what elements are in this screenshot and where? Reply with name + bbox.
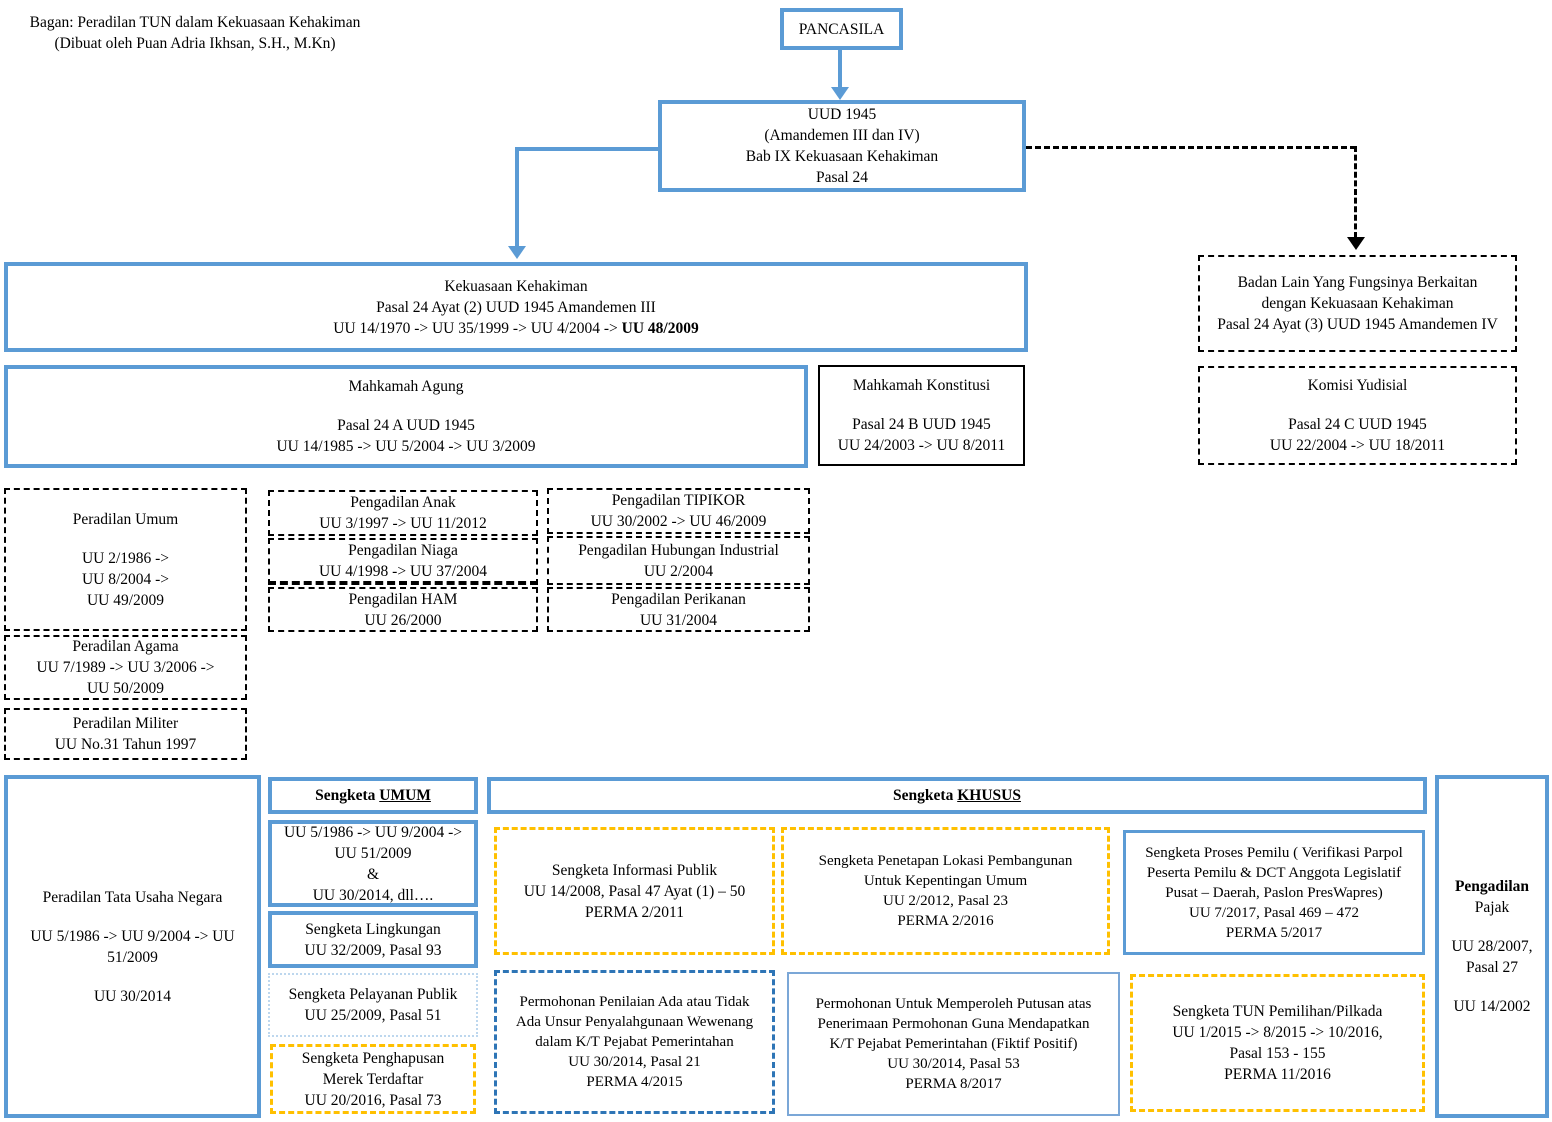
diagram-title-line1: Bagan: Peradilan TUN dalam Kekuasaan Keh… <box>29 14 361 31</box>
kekuasaan-line3: UU 14/1970 -> UU 35/1999 -> UU 4/2004 ->… <box>333 319 699 337</box>
box-kekuasaan-kehakiman: Kekuasaan Kehakiman Pasal 24 Ayat (2) UU… <box>4 262 1028 352</box>
box-pancasila: PANCASILA <box>780 8 903 50</box>
arrowhead-uud-to-badan-lain <box>1347 237 1365 250</box>
connector-uud-to-badan-lain-v <box>1354 146 1357 238</box>
box-permohonan-fiktif-positif: Permohonan Untuk Memperoleh Putusan atas… <box>787 972 1120 1116</box>
arrowhead-pancasila-to-uud <box>831 87 849 100</box>
diagram-title-line2: (Dibuat oleh Puan Adria Ikhsan, S.H., M.… <box>54 35 336 52</box>
box-sengketa-proses-pemilu: Sengketa Proses Pemilu ( Verifikasi Parp… <box>1123 830 1425 955</box>
arrow-pancasila-to-uud <box>838 50 842 88</box>
connector-uud-to-kekuasaan-v <box>515 147 519 247</box>
diagram-title: Bagan: Peradilan TUN dalam Kekuasaan Keh… <box>10 12 380 54</box>
header-sengketa-umum: Sengketa UMUM <box>268 777 478 814</box>
connector-uud-to-badan-lain-h <box>1026 146 1356 149</box>
kekuasaan-line2: Pasal 24 Ayat (2) UUD 1945 Amandemen III <box>376 298 656 316</box>
kekuasaan-line1: Kekuasaan Kehakiman <box>444 277 588 295</box>
arrowhead-uud-to-kekuasaan <box>508 246 526 259</box>
box-uud-1945: UUD 1945(Amandemen III dan IV)Bab IX Kek… <box>658 100 1026 192</box>
box-umum-laws: UU 5/1986 -> UU 9/2004 ->UU 51/2009&UU 3… <box>268 820 478 907</box>
pengadilan-pajak-title: Pengadilan <box>1454 878 1530 895</box>
connector-uud-to-kekuasaan-h <box>515 147 658 151</box>
header-sengketa-khusus: Sengketa KHUSUS <box>487 777 1427 814</box>
